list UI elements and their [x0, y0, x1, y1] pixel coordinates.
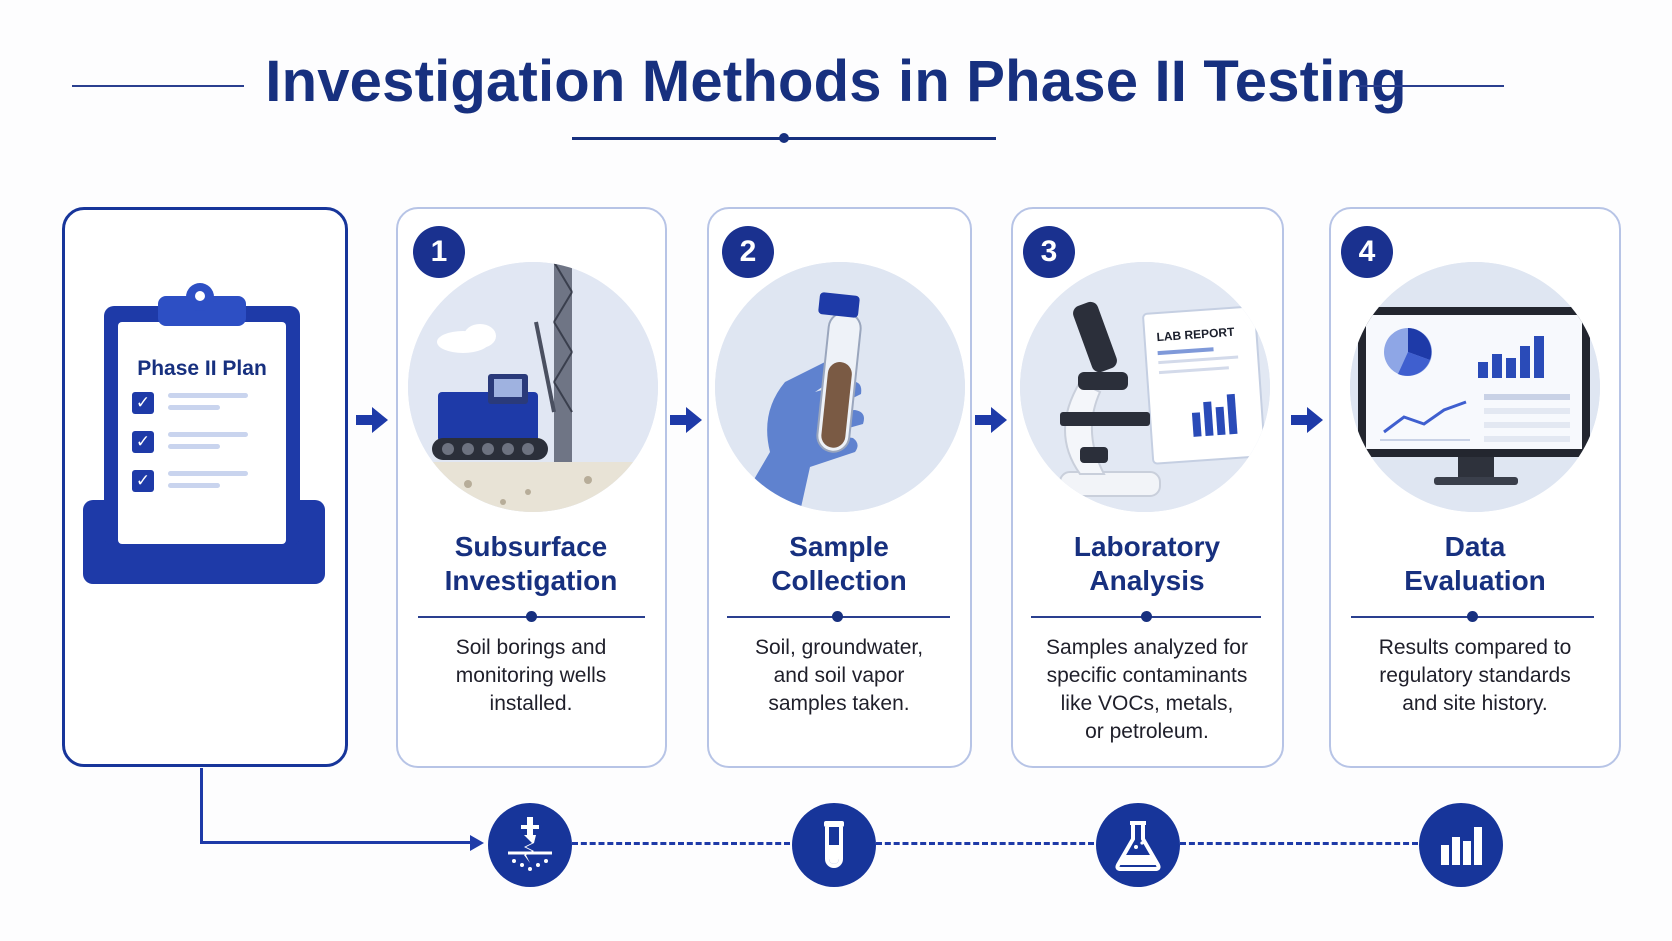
step-description-line: Soil borings and: [455, 636, 607, 659]
data-monitor-illustration: [1350, 262, 1600, 512]
title-rule-left: [72, 85, 244, 87]
lab-report-label: LAB REPORT: [1156, 325, 1235, 344]
step-title-line: Evaluation: [1404, 565, 1546, 596]
step-number-badge: 1: [413, 226, 465, 278]
step-number-badge: 3: [1023, 226, 1075, 278]
checklist-line: [168, 471, 248, 476]
flow-line-dashed: [1180, 842, 1418, 845]
step-description-line: samples taken.: [768, 692, 910, 715]
step-description: Results compared to regulatory standards…: [1350, 634, 1600, 718]
step-description-line: Results compared to: [1378, 636, 1572, 659]
step-divider-dot: [526, 611, 537, 622]
step-title: Subsurface Investigation: [406, 530, 656, 598]
plan-title: Phase II Plan: [137, 357, 267, 380]
sample-tube-illustration: [715, 262, 965, 512]
checklist-line: [168, 444, 220, 449]
step-description-line: like VOCs, metals,: [1060, 692, 1234, 715]
flow-line-horizontal: [200, 841, 476, 844]
step-title-line: Subsurface: [454, 531, 608, 562]
title-rule-right: [1356, 85, 1504, 87]
arrow-right-icon: [356, 407, 388, 433]
checkbox-icon: ✓: [132, 470, 154, 492]
microscope-icon: LAB REPORT: [1020, 262, 1270, 512]
title-underline-dot: [779, 133, 789, 143]
step-number-badge: 2: [722, 226, 774, 278]
monitor-icon: [1350, 262, 1600, 512]
step-title: Sample Collection: [714, 530, 964, 598]
checkbox-icon: ✓: [132, 431, 154, 453]
step-description-line: monitoring wells: [455, 664, 607, 687]
arrow-right-icon: [975, 407, 1007, 433]
checklist-line: [168, 432, 248, 437]
bar-chart-icon: [1419, 803, 1503, 887]
step-description-line: regulatory standards: [1379, 664, 1571, 687]
step-description-line: Samples analyzed for: [1046, 636, 1248, 659]
step-title-line: Sample: [789, 531, 889, 562]
step-title-line: Laboratory: [1073, 531, 1221, 562]
flow-line-vertical: [200, 768, 203, 844]
clipboard-ring-hole: [195, 291, 205, 301]
gloved-hand-icon: [715, 262, 965, 512]
step-number-badge: 4: [1341, 226, 1393, 278]
checklist-line: [168, 393, 248, 398]
step-divider-dot: [1141, 611, 1152, 622]
test-tube-icon: [792, 803, 876, 887]
flow-arrowhead-icon: [470, 835, 484, 851]
lab-illustration: LAB REPORT: [1020, 262, 1270, 512]
step-title-line: Investigation: [444, 565, 618, 596]
step-title-line: Data: [1444, 531, 1506, 562]
step-description-line: Soil, groundwater,: [754, 636, 924, 659]
step-title: Data Evaluation: [1350, 530, 1600, 598]
flask-icon: [1096, 803, 1180, 887]
step-description-line: or petroleum.: [1085, 720, 1209, 743]
step-description: Soil, groundwater, and soil vapor sample…: [714, 634, 964, 718]
step-description: Soil borings and monitoring wells instal…: [406, 634, 656, 718]
step-description-line: specific contaminants: [1046, 664, 1248, 687]
step-description-line: and soil vapor: [773, 664, 905, 687]
step-title: Laboratory Analysis: [1022, 530, 1272, 598]
step-description-line: and site history.: [1402, 692, 1548, 715]
page-title: Investigation Methods in Phase II Testin…: [265, 49, 1407, 114]
flow-line-dashed: [572, 842, 790, 845]
checklist-line: [168, 483, 220, 488]
step-title-line: Analysis: [1089, 565, 1205, 596]
drilling-rig-icon: [408, 262, 658, 512]
drill-bit-icon: [488, 803, 572, 887]
flow-line-dashed: [876, 842, 1094, 845]
drilling-rig-illustration: [408, 262, 658, 512]
arrow-right-icon: [1291, 407, 1323, 433]
step-title-line: Collection: [771, 565, 907, 596]
arrow-right-icon: [670, 407, 702, 433]
checklist-line: [168, 405, 220, 410]
step-divider-dot: [832, 611, 843, 622]
step-divider-dot: [1467, 611, 1478, 622]
step-description: Samples analyzed for specific contaminan…: [1022, 634, 1272, 746]
checkbox-icon: ✓: [132, 392, 154, 414]
step-description-line: installed.: [489, 692, 573, 715]
